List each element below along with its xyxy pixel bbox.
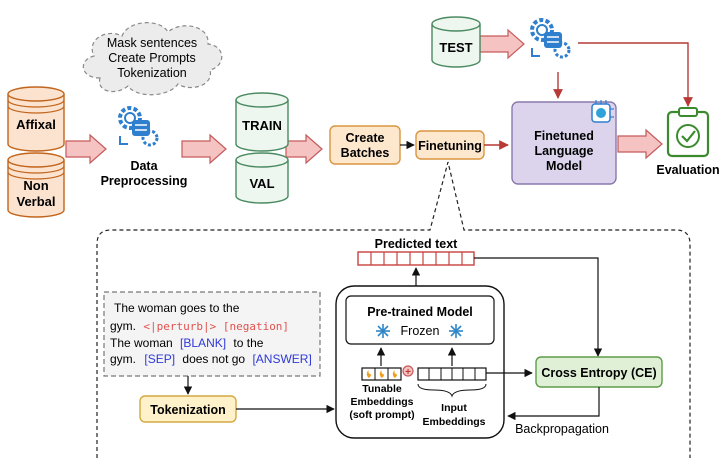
example-line-4-mid: does not go: [182, 352, 245, 366]
input-label-1: Input: [441, 402, 467, 414]
affixal-label: Affixal: [16, 117, 56, 132]
flame-icon: [379, 370, 384, 378]
preprocessing-gear-icon: [118, 106, 159, 147]
cloud-line-2: Create Prompts: [108, 51, 196, 65]
concat-plus-icon: +: [402, 365, 414, 378]
test-gear-icon: [530, 18, 571, 59]
input-brace: [417, 383, 487, 398]
example-line-4-plain: gym.: [110, 352, 136, 366]
example-line-4: gym. [SEP] does not go [ANSWER]: [110, 352, 312, 366]
example-line-2-plain: gym.: [110, 319, 136, 333]
flame-icon: [366, 370, 371, 378]
tunable-label-3: (soft prompt): [349, 409, 414, 421]
create-batches-box: Create Batches: [329, 125, 401, 165]
backpropagation-label: Backpropagation: [515, 422, 609, 436]
model-label-2: Language: [534, 144, 593, 158]
preprocessing-label-1: Data: [130, 159, 158, 173]
sep-token: [SEP]: [144, 352, 175, 366]
preprocessing-label-2: Preprocessing: [101, 174, 188, 188]
pretrained-title: Pre-trained Model: [367, 305, 473, 319]
predicted-token-strip: [357, 251, 475, 266]
cross-entropy-label: Cross Entropy (CE): [541, 366, 656, 380]
nonverbal-label-1: Non: [23, 178, 48, 193]
val-label: VAL: [249, 176, 274, 191]
pretrained-model-box: Pre-trained Model Frozen: [345, 295, 495, 345]
train-split: TRAIN: [235, 92, 289, 152]
input-label-2: Embeddings: [422, 416, 485, 428]
preprocess-cloud: Mask sentences Create Prompts Tokenizati…: [82, 22, 223, 96]
arrow-test-to-gear: [479, 28, 525, 60]
tokenization-label: Tokenization: [150, 403, 225, 417]
val-split: VAL: [235, 152, 289, 204]
arrow-splits-to-batches: [285, 133, 323, 165]
example-line-3-rest: to the: [233, 336, 263, 350]
finetuned-model-box: Finetuned Language Model: [511, 100, 617, 185]
nonverbal-label-2: Verbal: [16, 194, 55, 209]
example-line-2: gym. <|perturb|> [negation]: [110, 319, 289, 333]
finetuning-label: Finetuning: [418, 139, 482, 153]
example-line-3: The woman [BLANK] to the: [110, 336, 264, 350]
create-batches-label-1: Create: [346, 131, 385, 145]
predicted-text-label: Predicted text: [375, 237, 459, 251]
snowflake-icon: [376, 324, 390, 338]
clipboard-check-icon: [666, 107, 710, 158]
perturb-negation-tokens: <|perturb|> [negation]: [143, 320, 289, 333]
arrow-predicted-to-ce: [474, 257, 603, 357]
evaluation-label: Evaluation: [656, 163, 719, 177]
arrow-gear-to-eval: [578, 42, 693, 107]
input-embeddings-strip: [417, 367, 487, 381]
test-split: TEST: [431, 16, 481, 68]
arrow-ce-backprop: [507, 387, 600, 421]
brain-chip-icon: [591, 100, 614, 123]
tunable-embeddings-strip: [361, 367, 402, 381]
arrow-preprocessing-to-splits: [181, 133, 227, 165]
frozen-label: Frozen: [401, 324, 440, 338]
tunable-label-1: Tunable: [362, 383, 402, 395]
finetuning-detail-region: [96, 161, 691, 458]
flame-icon: [392, 370, 397, 378]
tunable-label-2: Embeddings: [350, 396, 413, 408]
snowflake-icon: [449, 324, 463, 338]
arrow-datasets-to-preprocessing: [65, 133, 107, 165]
arrow-model-to-eval: [617, 128, 663, 160]
plus-symbol: +: [405, 367, 411, 378]
cross-entropy-box: Cross Entropy (CE): [535, 356, 663, 388]
blank-token: [BLANK]: [180, 336, 226, 350]
example-line-3-plain: The woman: [110, 336, 173, 350]
create-batches-label-2: Batches: [341, 146, 390, 160]
test-label: TEST: [439, 40, 472, 55]
tokenization-box: Tokenization: [139, 395, 237, 423]
cloud-line-1: Mask sentences: [107, 36, 197, 50]
finetuning-box: Finetuning: [415, 130, 485, 160]
cloud-line-3: Tokenization: [117, 66, 187, 80]
model-label-1: Finetuned: [534, 129, 594, 143]
model-label-3: Model: [546, 159, 582, 173]
block-arrows: [65, 28, 663, 165]
answer-token: [ANSWER]: [252, 352, 311, 366]
cloud-icon: [82, 22, 223, 96]
nonverbal-dataset: Non Verbal: [7, 152, 65, 218]
example-line-1: The woman goes to the: [114, 301, 240, 315]
example-text-box: The woman goes to the gym. <|perturb|> […: [103, 291, 321, 377]
affixal-dataset: Affixal: [7, 86, 65, 152]
train-label: TRAIN: [242, 118, 282, 133]
